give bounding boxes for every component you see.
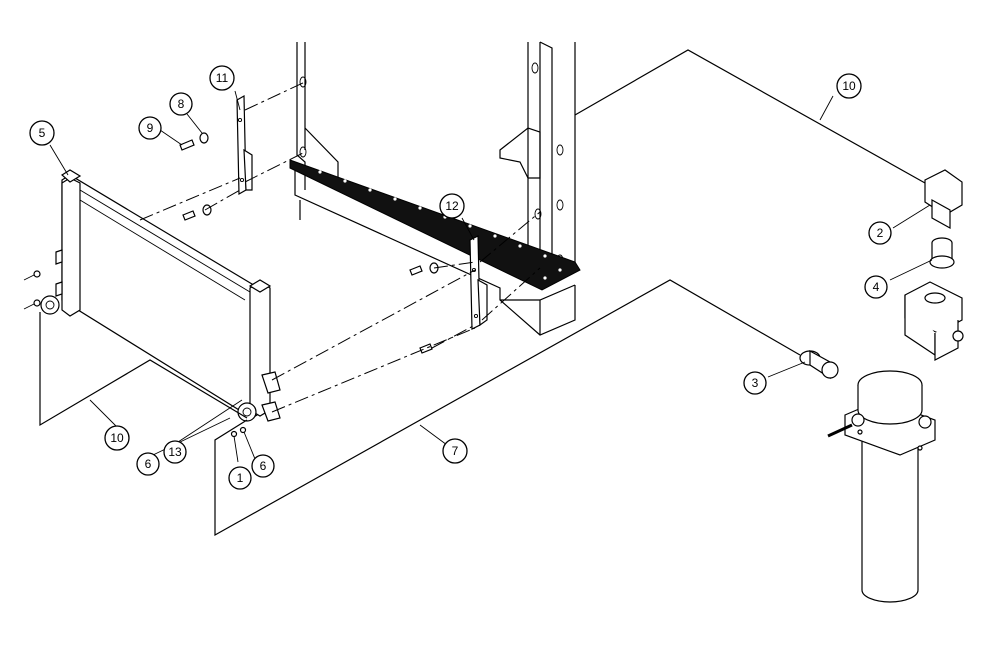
adapter-fitting [929, 237, 955, 269]
callout-label: 6 [145, 457, 152, 471]
callout-3: 3 [743, 371, 767, 395]
callout-label: 1 [237, 471, 244, 485]
callout-1: 1 [228, 466, 252, 490]
leader-lines [49, 90, 933, 463]
callout-10-top: 10 [836, 73, 862, 99]
callout-7: 7 [442, 438, 468, 464]
callout-10-left: 10 [104, 425, 130, 451]
callout-12: 12 [439, 193, 465, 219]
callout-label: 2 [877, 226, 884, 240]
callout-label: 6 [260, 459, 267, 473]
elbow-fitting [924, 169, 963, 230]
callout-label: 8 [178, 97, 185, 111]
sensor-bracket [904, 281, 964, 361]
callout-label: 7 [452, 444, 459, 458]
frame-column [289, 41, 581, 336]
hose-lines [39, 49, 926, 537]
callout-label: 12 [445, 199, 459, 213]
callout-label: 9 [147, 121, 154, 135]
callout-11: 11 [209, 65, 235, 91]
straight-fitting [799, 349, 839, 380]
callout-label: 13 [168, 445, 182, 459]
callout-6-left: 6 [136, 452, 160, 476]
callout-2: 2 [868, 221, 892, 245]
callout-label: 10 [110, 431, 124, 445]
callout-4: 4 [864, 275, 888, 299]
filter-canister [827, 370, 936, 603]
bracket-12 [469, 235, 488, 330]
callout-label: 10 [842, 79, 856, 93]
callout-6-right: 6 [251, 454, 275, 478]
callout-label: 11 [216, 71, 229, 85]
callout-8: 8 [169, 92, 193, 116]
callout-label: 5 [39, 126, 46, 140]
cooler-core [23, 169, 281, 422]
callout-9: 9 [138, 116, 162, 140]
callout-label: 4 [873, 280, 880, 294]
callout-13: 13 [163, 440, 187, 464]
assembly-lines [139, 81, 541, 413]
hardware [179, 132, 439, 438]
callout-5: 5 [29, 120, 55, 146]
callout-label: 3 [752, 376, 759, 390]
